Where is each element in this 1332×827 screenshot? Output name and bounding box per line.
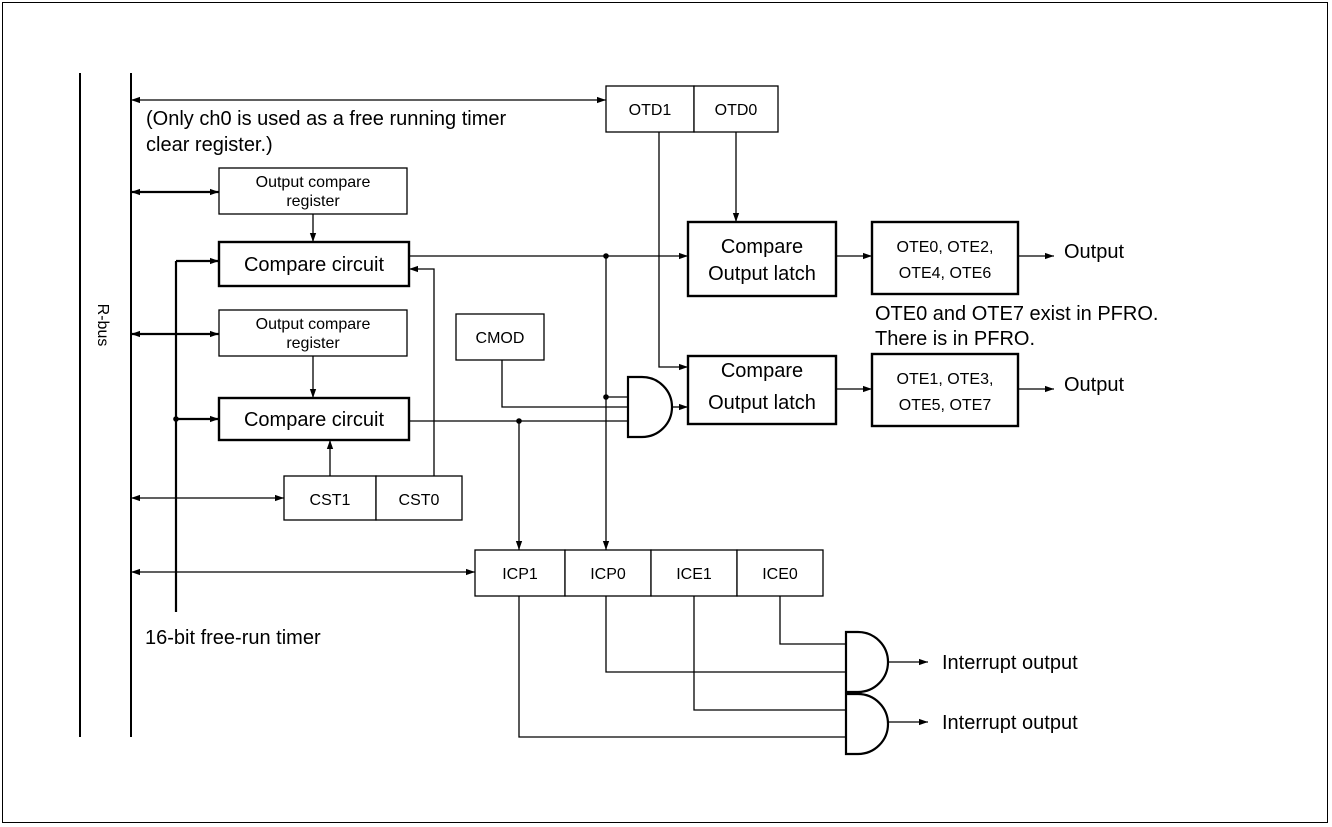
ice1-to-gate-wire (693, 596, 846, 711)
junction-dot (173, 416, 179, 422)
otd0-register (693, 85, 779, 133)
output-compare-register-a (218, 167, 408, 215)
cst0-register (375, 475, 463, 521)
otd1-register (605, 85, 695, 133)
compare-output-latch-b (686, 354, 838, 426)
otd1-to-latch-b-arrow (658, 132, 688, 371)
icp0-label: ICP0 (590, 566, 626, 583)
ote-b-label-2: OTE5, OTE7 (899, 397, 992, 414)
latch-a-label-1: Compare (721, 236, 803, 258)
ice0-label: ICE0 (762, 566, 798, 583)
ice1-label: ICE1 (676, 566, 712, 583)
icp0-to-gate-wire (605, 596, 846, 673)
compare-circuit-b-label: Compare circuit (244, 409, 384, 431)
ote-note-line-2: There is in PFRO. (875, 328, 1035, 350)
cst1-register (283, 475, 377, 521)
rbus-label: R-bus (94, 304, 111, 347)
cst1-label: CST1 (310, 492, 351, 509)
cst0-label: CST0 (399, 492, 440, 509)
ote-note-line-1: OTE0 and OTE7 exist in PFRO. (875, 303, 1158, 325)
ocr-b-label-1: Output compare (256, 316, 371, 333)
ote-a-label-1: OTE0, OTE2, (897, 239, 994, 256)
note-line-2: clear register.) (146, 134, 273, 156)
ote-even-register (870, 220, 1020, 296)
ice0-register (736, 549, 824, 597)
compare-output-latch-a (686, 220, 838, 298)
interrupt-and-gate-b (844, 692, 890, 756)
icp1-label: ICP1 (502, 566, 538, 583)
ice0-to-gate-wire (779, 596, 846, 645)
ice1-register (650, 549, 738, 597)
otd1-label: OTD1 (629, 102, 672, 119)
ocr-a-label-2: register (286, 193, 340, 210)
interrupt-output-b-label: Interrupt output (942, 712, 1078, 734)
cmod-register (455, 313, 545, 361)
output-a-label: Output (1064, 241, 1124, 263)
icp1-register (474, 549, 566, 597)
output-compare-register-b (218, 309, 408, 357)
cmod-label: CMOD (476, 330, 525, 347)
ote-a-label-2: OTE4, OTE6 (899, 265, 992, 282)
timer-label: 16-bit free-run timer (145, 627, 321, 649)
cst0-to-compare-a-arrow (409, 265, 435, 476)
latch-b-label-1: Compare (721, 360, 803, 382)
ocr-b-label-2: register (286, 335, 340, 352)
cmod-to-and-wire (501, 360, 628, 408)
ocr-a-label-1: Output compare (256, 174, 371, 191)
note-line-1: (Only ch0 is used as a free running time… (146, 108, 507, 130)
latch-a-label-2: Output latch (708, 263, 816, 285)
compare-circuit-a (217, 240, 411, 288)
ote-odd-register (870, 352, 1020, 428)
ote-b-label-1: OTE1, OTE3, (897, 371, 994, 388)
output-b-label: Output (1064, 374, 1124, 396)
latch-b-label-2: Output latch (708, 392, 816, 414)
and-gate (626, 375, 674, 439)
interrupt-and-gate-a (844, 630, 890, 694)
interrupt-output-a-label: Interrupt output (942, 652, 1078, 674)
icp1-to-gate-wire (518, 596, 846, 738)
otd0-label: OTD0 (715, 102, 758, 119)
compare-circuit-b (217, 396, 411, 442)
compare-circuit-a-label: Compare circuit (244, 254, 384, 276)
icp0-register (564, 549, 652, 597)
